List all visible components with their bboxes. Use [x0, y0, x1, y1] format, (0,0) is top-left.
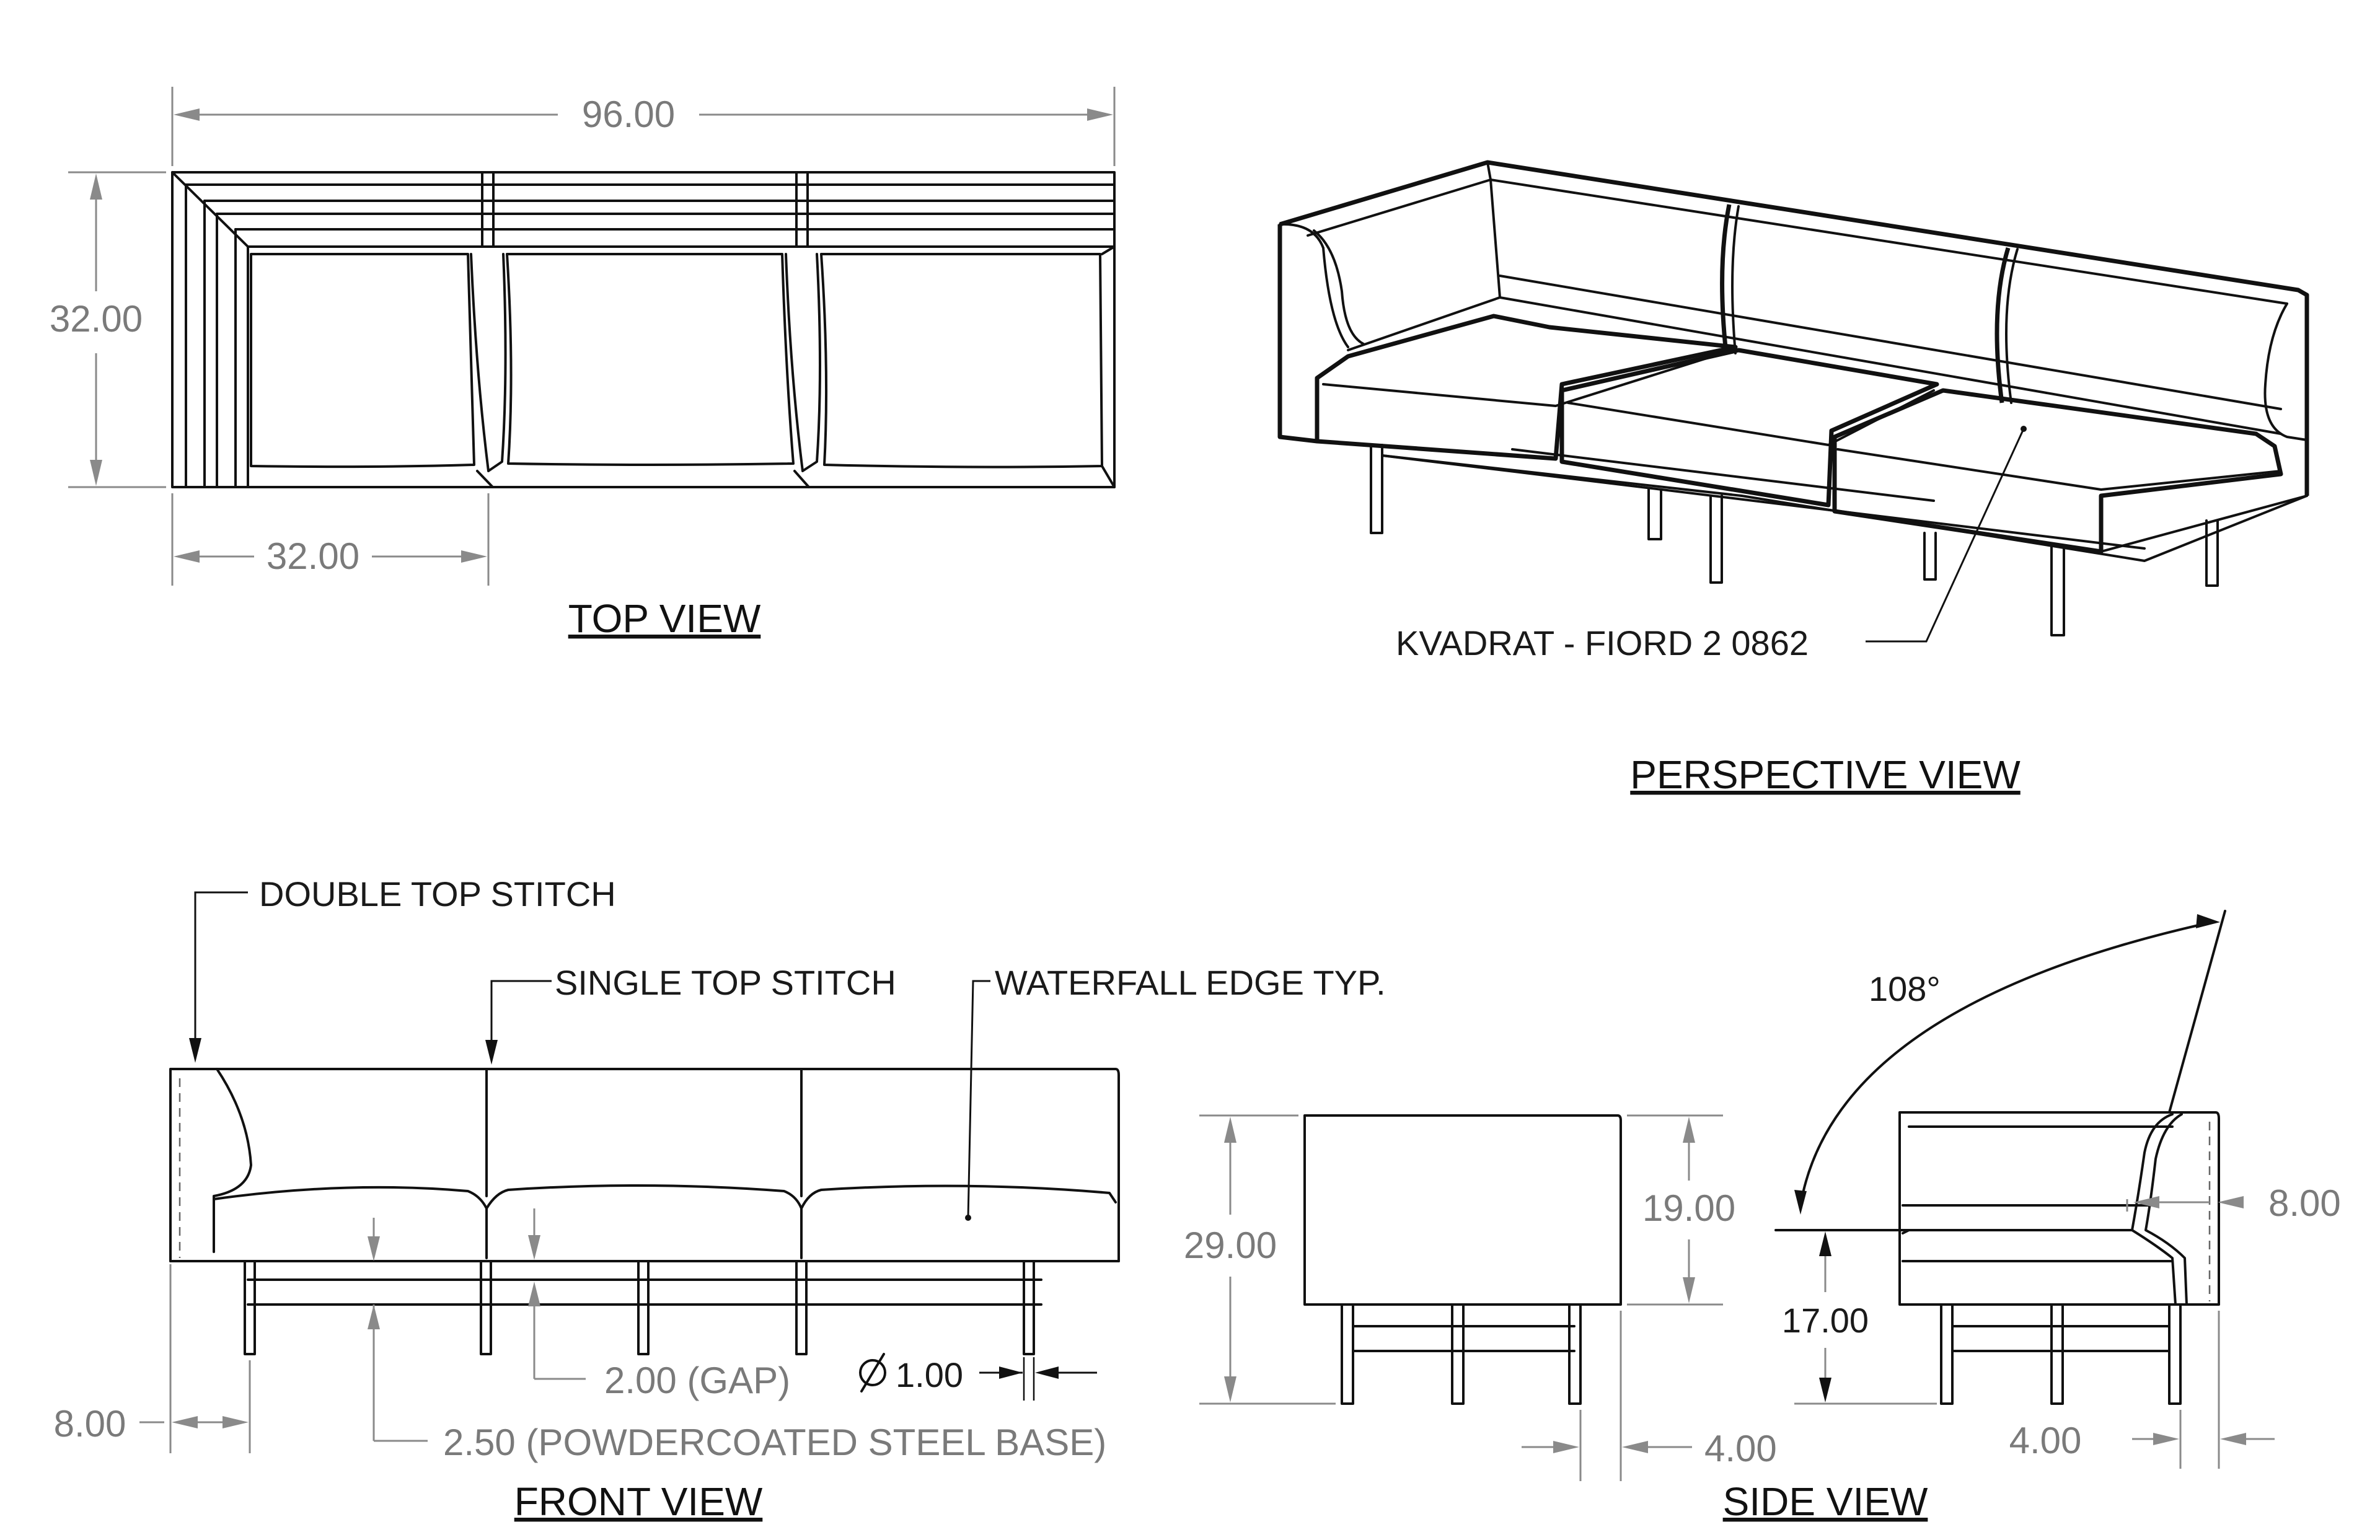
dim-module-width: 32.00	[267, 535, 359, 577]
front-view-title: FRONT VIEW	[514, 1479, 763, 1524]
end-view-dimensions: 29.00 19.00 4.00	[1184, 1114, 1777, 1481]
dim-seat-height: 17.00	[1782, 1301, 1869, 1340]
dim-overall-width: 96.00	[582, 94, 675, 135]
dim-back-thickness: 8.00	[2268, 1182, 2341, 1224]
dim-height-19: 19.00	[1642, 1187, 1735, 1229]
perspective-view: KVADRAT - FIORD 2 0862	[1277, 160, 2309, 662]
dim-depth: 32.00	[50, 298, 143, 340]
side-view-dimensions: 108° 8.00 17.00 4.00	[1774, 910, 2341, 1469]
dim-leg-inset-end: 4.00	[1704, 1428, 1777, 1469]
side-view	[1898, 1111, 2220, 1405]
top-view-title: TOP VIEW	[568, 596, 761, 641]
end-view	[1303, 1114, 1622, 1405]
front-dimensions: 8.00 2.00 (GAP) 2.50 (POWDERCOATED STEEL…	[54, 1208, 1106, 1463]
note-fabric: KVADRAT - FIORD 2 0862	[1396, 623, 1809, 662]
perspective-view-title: PERSPECTIVE VIEW	[1630, 752, 2021, 797]
dim-base: 2.50 (POWDERCOATED STEEL BASE)	[443, 1422, 1106, 1463]
top-dimensions: 96.00 32.00 32.00	[50, 87, 1116, 586]
note-waterfall: WATERFALL EDGE TYP.	[995, 963, 1386, 1002]
side-view-title: SIDE VIEW	[1723, 1479, 1928, 1524]
top-view	[171, 171, 1116, 488]
note-double-stitch: DOUBLE TOP STITCH	[259, 874, 616, 913]
top-view-outline	[171, 171, 1116, 488]
dim-leg-inset-front: 8.00	[54, 1403, 126, 1445]
note-single-stitch: SINGLE TOP STITCH	[555, 963, 896, 1002]
front-view: DOUBLE TOP STITCH SINGLE TOP STITCH WATE…	[169, 874, 1386, 1355]
dim-leg-inset-side: 4.00	[2009, 1420, 2082, 1461]
dim-back-angle: 108°	[1869, 969, 1941, 1008]
dim-height-29: 29.00	[1184, 1225, 1277, 1266]
dim-diameter: 1.00	[896, 1355, 963, 1394]
dim-gap: 2.00 (GAP)	[604, 1360, 790, 1401]
